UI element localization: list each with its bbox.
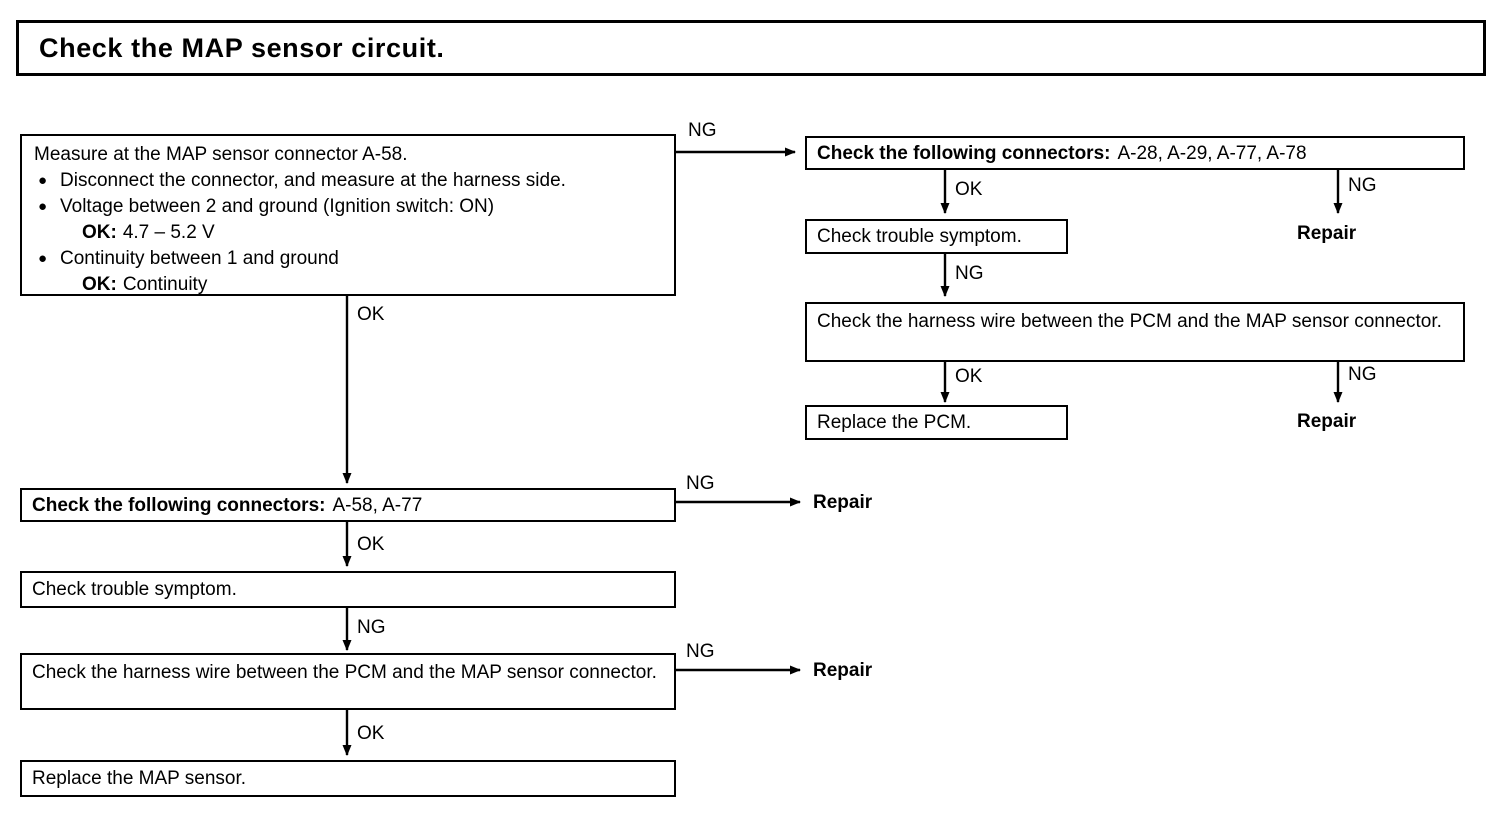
- measure-continuity-ok-label: OK:: [82, 274, 117, 295]
- label-ng-left-connectors: NG: [686, 473, 715, 494]
- label-ok-left-connectors: OK: [357, 534, 385, 555]
- page-title-box: Check the MAP sensor circuit.: [16, 20, 1486, 76]
- left-connectors-value: A-58, A-77: [332, 494, 423, 516]
- bullet-dot-icon: ●: [38, 198, 48, 215]
- right-replace-text: Replace the PCM.: [817, 412, 972, 433]
- label-ok-right-connectors: OK: [955, 179, 983, 200]
- label-ok-right-harness: OK: [955, 366, 983, 387]
- measure-bullet-3-text: Continuity between 1 and ground: [60, 248, 339, 269]
- node-left-check-trouble-symptom: Check trouble symptom.: [20, 571, 676, 608]
- label-ng-right-connectors: NG: [1348, 175, 1377, 196]
- measure-bullet-2: ● Voltage between 2 and ground (Ignition…: [34, 194, 662, 220]
- measure-voltage-ok-label: OK:: [82, 222, 117, 243]
- label-ng-measure-out: NG: [688, 120, 717, 141]
- measure-continuity-ok-value: Continuity: [122, 274, 208, 295]
- terminal-repair-right-bottom: Repair: [1297, 411, 1357, 432]
- node-right-check-trouble-symptom: Check trouble symptom.: [805, 219, 1068, 254]
- measure-bullet-1: ● Disconnect the connector, and measure …: [34, 168, 662, 194]
- right-connectors-value: A-28, A-29, A-77, A-78: [1117, 142, 1307, 164]
- label-ng-left-trouble: NG: [357, 617, 386, 638]
- measure-voltage-spec: OK:4.7 – 5.2 V: [34, 220, 662, 246]
- bullet-dot-icon: ●: [38, 250, 48, 267]
- node-left-check-harness: Check the harness wire between the PCM a…: [20, 653, 676, 710]
- page-title: Check the MAP sensor circuit.: [39, 32, 445, 63]
- measure-continuity-spec: OK:Continuity: [34, 272, 662, 298]
- label-ng-right-trouble: NG: [955, 263, 984, 284]
- measure-heading: Measure at the MAP sensor connector A-58…: [34, 144, 408, 165]
- left-connectors-bold-label: Check the following connectors:: [32, 494, 326, 516]
- node-measure-map-sensor: Measure at the MAP sensor connector A-58…: [20, 134, 676, 296]
- measure-bullet-2-text: Voltage between 2 and ground (Ignition s…: [60, 196, 495, 217]
- node-right-check-connectors: Check the following connectors: A-28, A-…: [805, 136, 1465, 170]
- left-replace-text: Replace the MAP sensor.: [32, 768, 247, 789]
- terminal-repair-left-harness: Repair: [813, 660, 873, 681]
- terminal-repair-right-top: Repair: [1297, 223, 1357, 244]
- measure-bullet-3: ● Continuity between 1 and ground: [34, 246, 662, 272]
- node-left-check-connectors: Check the following connectors: A-58, A-…: [20, 488, 676, 522]
- measure-voltage-ok-value: 4.7 – 5.2 V: [122, 222, 215, 243]
- right-harness-text: Check the harness wire between the PCM a…: [817, 311, 1442, 332]
- node-left-replace-map-sensor: Replace the MAP sensor.: [20, 760, 676, 797]
- terminal-repair-left-connectors: Repair: [813, 492, 873, 513]
- node-right-replace-pcm: Replace the PCM.: [805, 405, 1068, 440]
- label-ok-left-harness: OK: [357, 723, 385, 744]
- measure-bullet-1-text: Disconnect the connector, and measure at…: [60, 170, 566, 191]
- left-trouble-text: Check trouble symptom.: [32, 579, 237, 600]
- bullet-dot-icon: ●: [38, 172, 48, 189]
- right-trouble-text: Check trouble symptom.: [817, 226, 1022, 247]
- label-ng-right-harness: NG: [1348, 364, 1377, 385]
- node-right-check-harness: Check the harness wire between the PCM a…: [805, 302, 1465, 362]
- right-connectors-bold-label: Check the following connectors:: [817, 142, 1111, 164]
- left-harness-text: Check the harness wire between the PCM a…: [32, 662, 657, 683]
- label-ng-left-harness: NG: [686, 641, 715, 662]
- label-ok-measure-down: OK: [357, 304, 385, 325]
